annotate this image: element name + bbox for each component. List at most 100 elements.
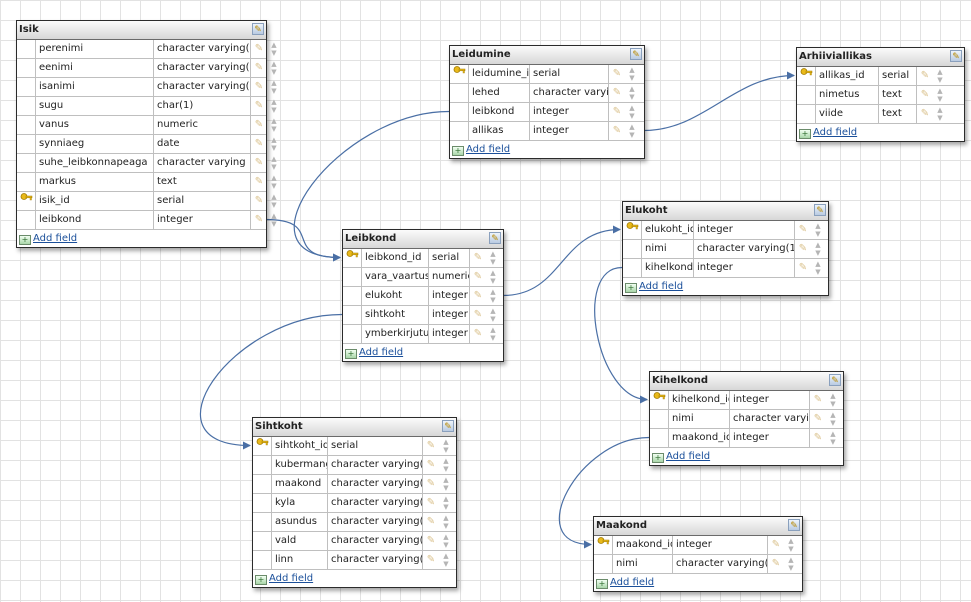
move-field-icon[interactable]: ▲▼ [815,222,821,238]
table-title[interactable]: Kihelkond✎ [650,372,843,391]
edit-field-icon[interactable]: ✎ [798,262,808,273]
move-field-icon[interactable]: ▲▼ [443,457,449,473]
edit-field-icon[interactable]: ✎ [473,328,483,339]
edit-field-icon[interactable]: ✎ [920,70,930,81]
table-title[interactable]: Elukoht✎ [623,202,828,221]
edit-field-icon[interactable]: ✎ [426,440,436,451]
edit-field-icon[interactable]: ✎ [254,62,264,73]
edit-field-icon[interactable]: ✎ [254,119,264,130]
edit-field-icon[interactable]: ✎ [798,224,808,235]
edit-field-icon[interactable]: ✎ [254,43,264,54]
edit-field-icon[interactable]: ✎ [426,554,436,565]
edit-field-icon[interactable]: ✎ [426,459,436,470]
add-field-row[interactable]: +Add field [17,230,266,247]
edit-table-icon[interactable]: ✎ [252,23,264,35]
table-title[interactable]: Isik✎ [17,21,266,40]
move-field-icon[interactable]: ▲▼ [443,552,449,568]
move-field-icon[interactable]: ▲▼ [490,326,496,342]
move-field-icon[interactable]: ▲▼ [629,66,635,82]
edit-field-icon[interactable]: ✎ [813,432,823,443]
edit-field-icon[interactable]: ✎ [920,89,930,100]
edit-field-icon[interactable]: ✎ [612,68,622,79]
add-field-row[interactable]: +Add field [650,448,843,465]
edit-table-icon[interactable]: ✎ [630,48,642,60]
add-field-row[interactable]: +Add field [343,344,503,361]
move-field-icon[interactable]: ▲▼ [271,212,277,228]
add-field-link[interactable]: Add field [639,281,684,292]
edit-field-icon[interactable]: ✎ [254,138,264,149]
edit-field-icon[interactable]: ✎ [254,214,264,225]
edit-field-icon[interactable]: ✎ [798,243,808,254]
edit-field-icon[interactable]: ✎ [473,252,483,263]
edit-field-icon[interactable]: ✎ [771,539,781,550]
edit-field-icon[interactable]: ✎ [473,271,483,282]
move-field-icon[interactable]: ▲▼ [271,60,277,76]
edit-table-icon[interactable]: ✎ [442,420,454,432]
edit-field-icon[interactable]: ✎ [473,290,483,301]
table-title[interactable]: Leidumine✎ [450,46,644,65]
add-field-link[interactable]: Add field [466,144,511,155]
move-field-icon[interactable]: ▲▼ [490,307,496,323]
move-field-icon[interactable]: ▲▼ [788,537,794,553]
add-field-row[interactable]: +Add field [623,278,828,295]
move-field-icon[interactable]: ▲▼ [271,193,277,209]
add-field-link[interactable]: Add field [359,347,404,358]
edit-table-icon[interactable]: ✎ [950,50,962,62]
add-field-row[interactable]: +Add field [594,574,802,591]
add-field-row[interactable]: +Add field [450,141,644,158]
edit-field-icon[interactable]: ✎ [254,176,264,187]
edit-field-icon[interactable]: ✎ [813,394,823,405]
edit-field-icon[interactable]: ✎ [813,413,823,424]
edit-field-icon[interactable]: ✎ [612,106,622,117]
edit-field-icon[interactable]: ✎ [426,516,436,527]
move-field-icon[interactable]: ▲▼ [271,174,277,190]
move-field-icon[interactable]: ▲▼ [443,533,449,549]
add-field-link[interactable]: Add field [610,577,655,588]
edit-field-icon[interactable]: ✎ [426,478,436,489]
move-field-icon[interactable]: ▲▼ [937,68,943,84]
edit-field-icon[interactable]: ✎ [612,125,622,136]
move-field-icon[interactable]: ▲▼ [271,79,277,95]
add-field-link[interactable]: Add field [666,451,711,462]
add-field-link[interactable]: Add field [813,127,858,138]
edit-field-icon[interactable]: ✎ [254,81,264,92]
edit-table-icon[interactable]: ✎ [489,232,501,244]
move-field-icon[interactable]: ▲▼ [937,106,943,122]
move-field-icon[interactable]: ▲▼ [629,104,635,120]
move-field-icon[interactable]: ▲▼ [815,260,821,276]
